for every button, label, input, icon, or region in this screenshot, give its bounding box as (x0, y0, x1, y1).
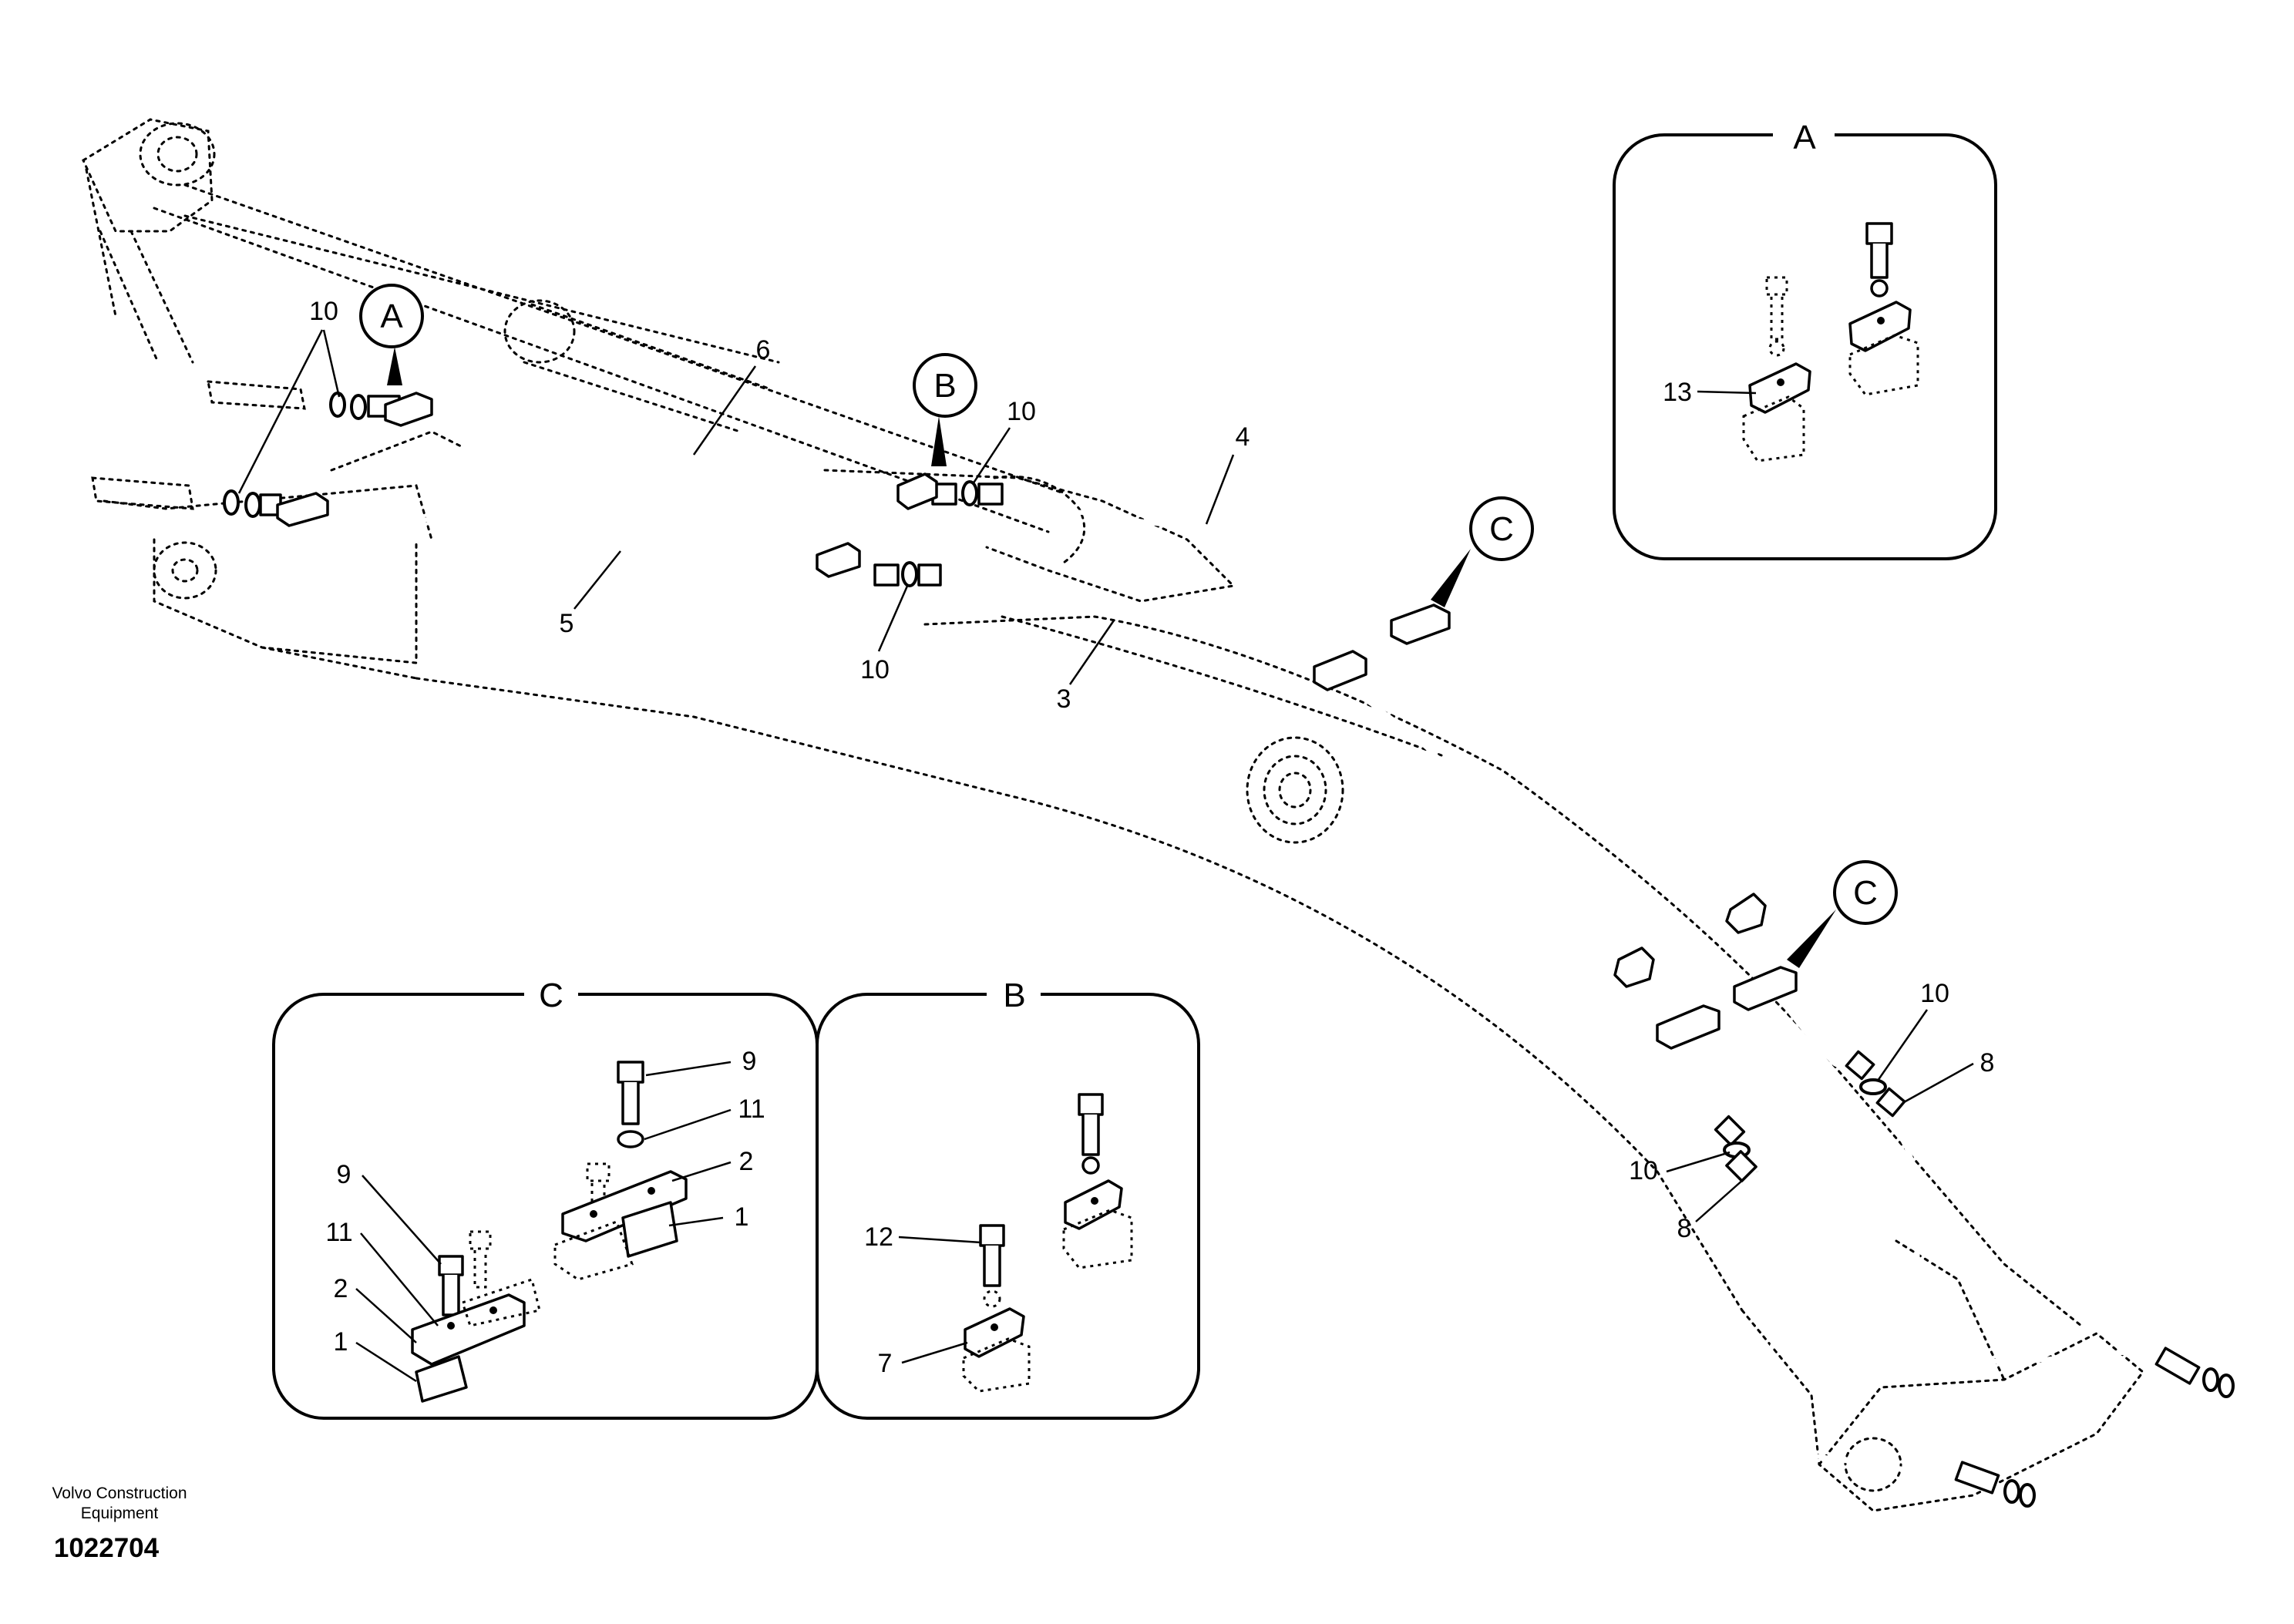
label-8-lower: 8 (1677, 1214, 1692, 1243)
detail-B-title: B (1003, 977, 1025, 1014)
pipe-3 (940, 577, 1729, 1166)
pipe-6 (400, 414, 910, 496)
footer: Volvo Construction Equipment 1022704 (52, 1484, 187, 1563)
detail-C-label-9-top: 9 (742, 1047, 757, 1076)
callout-A: A (359, 284, 424, 385)
detail-C-label-11-left: 11 (325, 1218, 352, 1247)
detail-box-B: B 12 7 (816, 977, 1200, 1420)
callout-B: B (913, 353, 977, 466)
boom-outline (82, 118, 2145, 1512)
label-3: 3 (1057, 684, 1071, 714)
footer-company-line2: Equipment (81, 1505, 159, 1522)
fittings (223, 392, 2235, 1508)
label-10-right: 10 (1920, 979, 1949, 1008)
callout-C-top: C (1431, 496, 1534, 607)
detail-C-title: C (539, 977, 563, 1014)
detail-B-label-7: 7 (878, 1349, 893, 1378)
pipe-5 (269, 510, 880, 574)
detail-C-label-1-left: 1 (334, 1327, 348, 1357)
detail-B-label-12: 12 (864, 1222, 893, 1252)
detail-box-C: C 9 11 2 1 (272, 977, 819, 1420)
detail-C-label-9-left: 9 (337, 1160, 352, 1189)
part-labels: 10 6 10 4 5 10 3 10 8 10 8 (237, 297, 1995, 1243)
detail-C-label-2-left: 2 (334, 1274, 348, 1303)
pipe-clamps (276, 392, 1798, 1050)
label-6: 6 (756, 335, 771, 365)
label-10-top-left: 10 (309, 297, 338, 326)
callout-A-letter: A (380, 298, 403, 335)
detail-C-label-2-right: 2 (739, 1147, 754, 1176)
detail-C-label-11-top: 11 (738, 1094, 765, 1124)
detail-box-A: A 13 (1613, 119, 1997, 560)
label-5: 5 (560, 609, 574, 638)
detail-A-title: A (1793, 119, 1816, 156)
callout-B-letter: B (933, 367, 956, 405)
label-4: 4 (1236, 422, 1250, 452)
footer-drawing-number: 1022704 (54, 1533, 160, 1563)
hose-8-lower (1740, 1170, 1974, 1482)
label-10-mid-bottom: 10 (860, 655, 890, 684)
label-8-right: 8 (1980, 1048, 1995, 1078)
pipe-4 (994, 497, 1867, 1081)
detail-C-label-1-right: 1 (735, 1202, 749, 1232)
label-10-lower: 10 (1629, 1156, 1658, 1185)
detail-A-label-13: 13 (1663, 378, 1692, 407)
hose-8-right (1886, 1116, 2175, 1364)
callout-C-bottom: C (1787, 860, 1898, 968)
footer-company-line1: Volvo Construction (52, 1484, 187, 1502)
callout-C-bottom-letter: C (1853, 874, 1878, 912)
callout-C-top-letter: C (1489, 510, 1514, 548)
label-10-mid-top: 10 (1007, 397, 1036, 426)
